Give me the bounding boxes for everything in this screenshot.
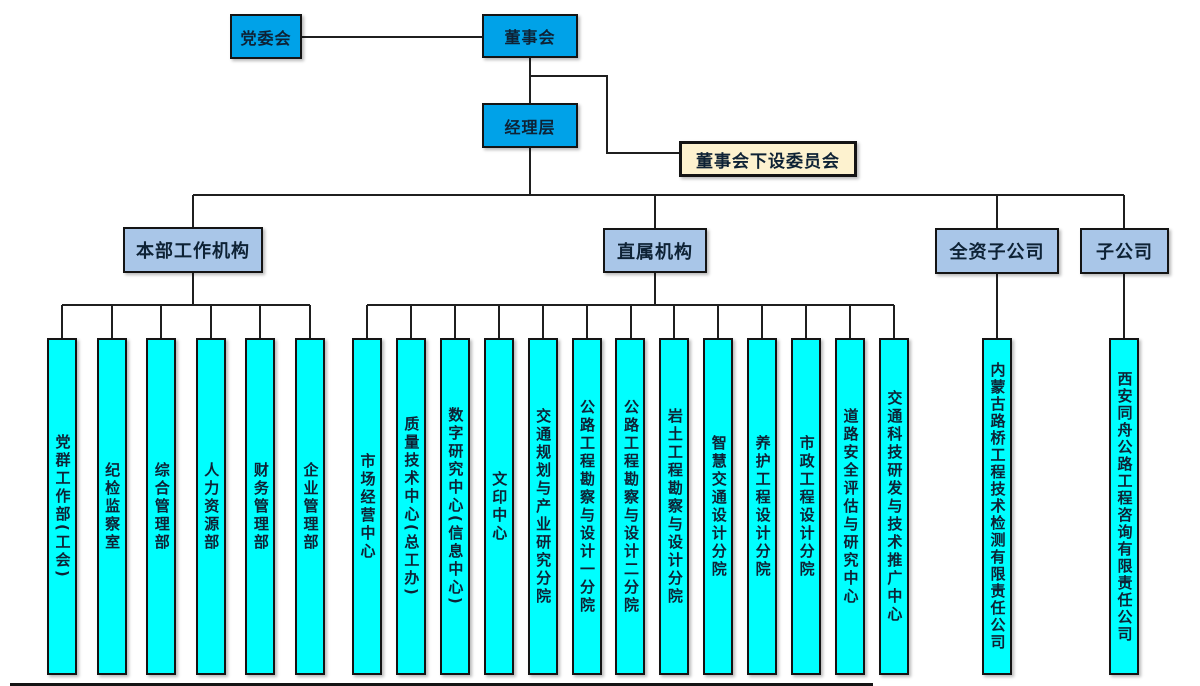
direct-department-8: 岩土工程勘察与设计分院 bbox=[659, 338, 690, 675]
direct-department-5: 交通规划与产业研究分院 bbox=[527, 338, 558, 675]
direct-department-12: 道路安全评估与研究中心 bbox=[834, 338, 865, 675]
cropped-bottom-line bbox=[10, 683, 873, 686]
node-subsidiary: 子公司 bbox=[1080, 228, 1169, 274]
direct-department-9: 智慧交通设计分院 bbox=[703, 338, 734, 675]
node-board: 董事会 bbox=[482, 14, 578, 58]
hq-department-6: 企业管理部 bbox=[294, 338, 325, 675]
direct-departments-group: 市场经营中心质量技术中心(总工办) 数字研究中心(信息中心) 文印中心交通规划与产业… bbox=[352, 338, 909, 675]
direct-department-1: 市场经营中心 bbox=[352, 338, 382, 675]
direct-department-11: 市政工程设计分院 bbox=[791, 338, 822, 675]
hq-department-1: 党群工作部(工会) bbox=[47, 338, 77, 675]
node-management: 经理层 bbox=[482, 103, 578, 148]
node-board-committees: 董事会下设委员会 bbox=[679, 141, 857, 177]
hq-department-2: 纪检监察室 bbox=[96, 338, 127, 675]
node-party-committee: 党委会 bbox=[230, 14, 302, 59]
direct-department-10: 养护工程设计分院 bbox=[747, 338, 778, 675]
direct-department-2: 质量技术中心(总工办) bbox=[395, 338, 426, 675]
direct-department-13: 交通科技研发与技术推广中心 bbox=[878, 338, 909, 675]
node-wholly-owned: 全资子公司 bbox=[935, 228, 1059, 274]
hq-department-5: 财务管理部 bbox=[245, 338, 276, 675]
hq-departments-group: 党群工作部(工会) 纪检监察室综合管理部人力资源部财务管理部企业管理部 bbox=[47, 338, 325, 675]
direct-department-4: 文印中心 bbox=[483, 338, 514, 675]
direct-department-7: 公路工程勘察与设计二分院 bbox=[615, 338, 646, 675]
direct-department-3: 数字研究中心(信息中心) bbox=[439, 338, 470, 675]
node-direct-orgs: 直属机构 bbox=[603, 228, 707, 273]
direct-department-6: 公路工程勘察与设计一分院 bbox=[571, 338, 602, 675]
node-hq-orgs: 本部工作机构 bbox=[123, 227, 263, 273]
wholly-owned-company-1: 内蒙古路桥工程技术检测有限责任公司 bbox=[982, 338, 1012, 675]
subsidiary-company-1: 西安同舟公路工程咨询有限责任公司 bbox=[1109, 338, 1139, 675]
wholly-owned-group: 内蒙古路桥工程技术检测有限责任公司 bbox=[982, 338, 1012, 675]
subsidiaries-group: 西安同舟公路工程咨询有限责任公司 bbox=[1109, 338, 1139, 675]
hq-department-3: 综合管理部 bbox=[146, 338, 177, 675]
hq-department-4: 人力资源部 bbox=[195, 338, 226, 675]
